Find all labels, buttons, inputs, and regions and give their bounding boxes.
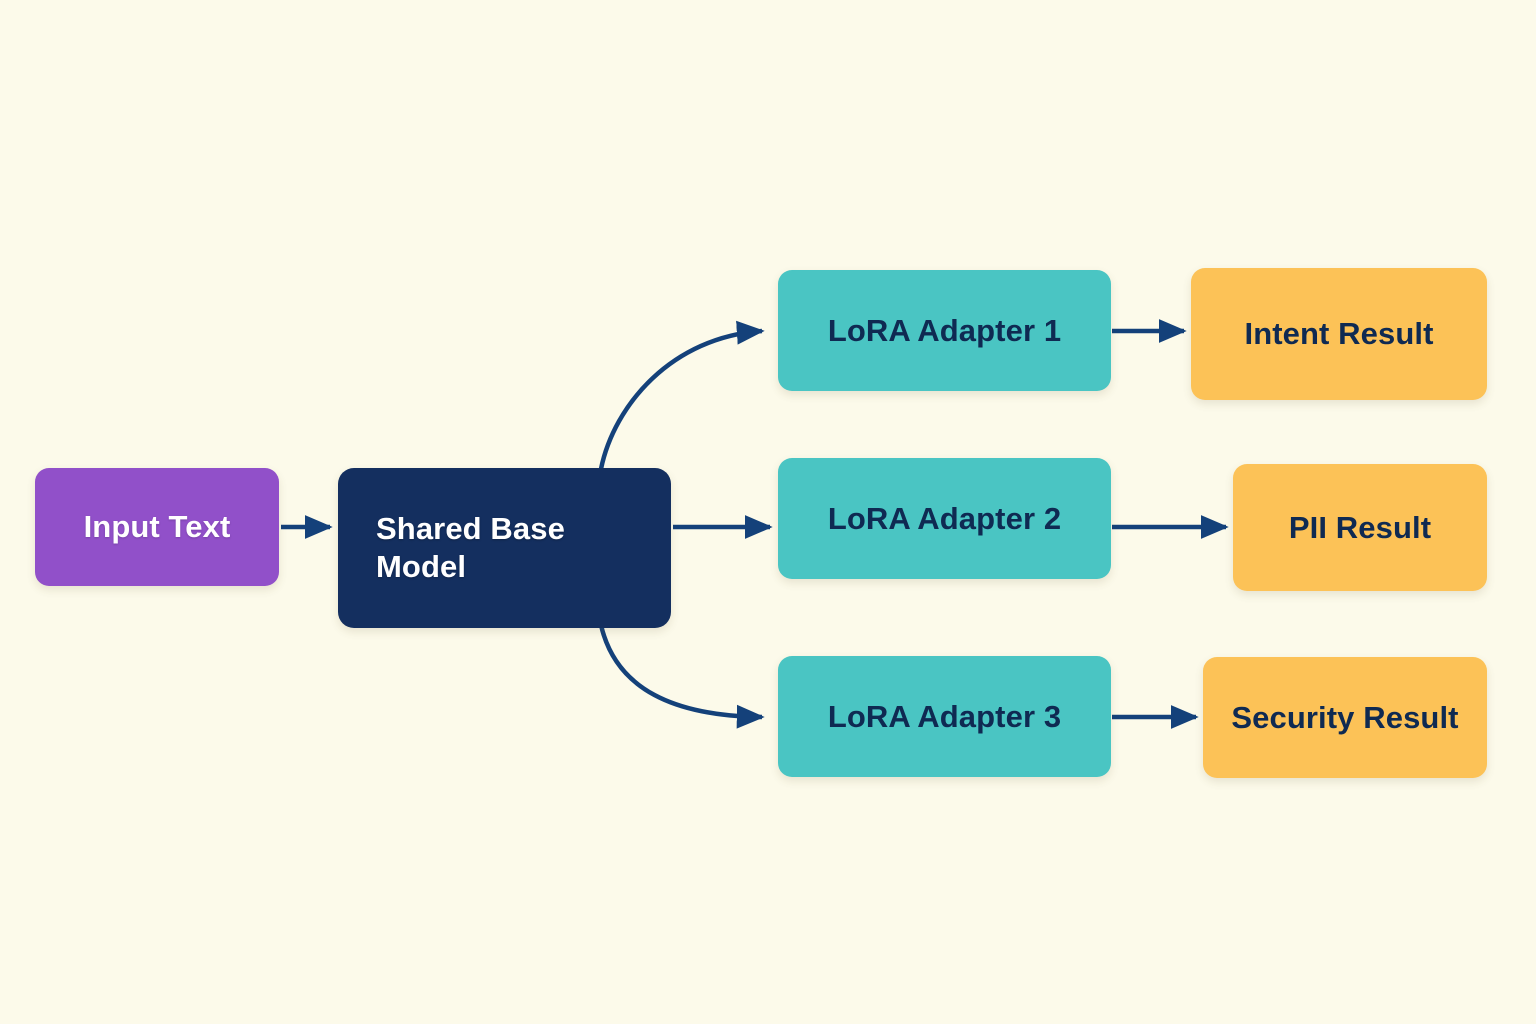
node-security-result[interactable]: Security Result	[1203, 657, 1487, 778]
node-lora-adapter-3[interactable]: LoRA Adapter 3	[778, 656, 1111, 777]
node-pii-result-label: PII Result	[1288, 509, 1432, 545]
node-lora-adapter-1-label: LoRA Adapter 1	[827, 312, 1062, 348]
node-shared-base-model[interactable]: Shared Base Model	[338, 468, 671, 628]
node-intent-result-label: Intent Result	[1244, 316, 1434, 352]
node-security-result-label: Security Result	[1231, 699, 1459, 735]
node-lora-adapter-3-label: LoRA Adapter 3	[827, 698, 1062, 734]
node-lora-adapter-2-label: LoRA Adapter 2	[827, 500, 1062, 536]
node-lora-adapter-2[interactable]: LoRA Adapter 2	[778, 458, 1111, 579]
node-intent-result[interactable]: Intent Result	[1191, 268, 1487, 400]
edge-base-to-adapter-1	[598, 320, 765, 470]
node-input-text-label: Input Text	[83, 509, 231, 545]
edge-base-to-adapter-3	[598, 624, 765, 729]
node-lora-adapter-1[interactable]: LoRA Adapter 1	[778, 270, 1111, 391]
node-pii-result[interactable]: PII Result	[1233, 464, 1487, 591]
node-shared-base-model-label: Shared Base Model	[376, 511, 565, 584]
node-input-text[interactable]: Input Text	[35, 468, 279, 586]
